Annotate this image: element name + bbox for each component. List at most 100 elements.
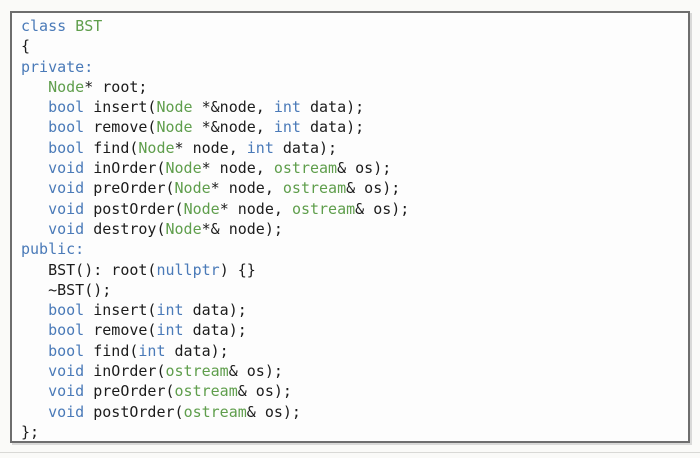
code-token: & os); bbox=[337, 159, 392, 178]
code-token: data); bbox=[183, 321, 247, 340]
code-token: ostream bbox=[174, 382, 238, 401]
code-token: Node bbox=[48, 77, 85, 96]
code-token: *&node, bbox=[192, 98, 274, 117]
code-token bbox=[21, 139, 48, 157]
code-token: *&node, bbox=[192, 118, 274, 137]
code-token: bool bbox=[48, 301, 85, 320]
code-token: Node bbox=[165, 219, 202, 238]
code-token: bool bbox=[48, 341, 85, 360]
code-token: void bbox=[48, 159, 85, 178]
code-block: class BST{private: Node* root; bool inse… bbox=[21, 16, 682, 441]
code-token: bool bbox=[48, 138, 85, 157]
code-token: data); bbox=[273, 138, 338, 157]
code-token: bool bbox=[48, 98, 85, 117]
code-line: void destroy(Node*& node); bbox=[21, 219, 682, 239]
code-line: void preOrder(Node* node, ostream& os); bbox=[21, 178, 682, 198]
code-token bbox=[21, 118, 48, 136]
code-token bbox=[21, 342, 48, 360]
code-token: void bbox=[48, 382, 85, 401]
code-line: void inOrder(ostream& os); bbox=[21, 361, 682, 381]
code-token: }; bbox=[21, 422, 40, 441]
code-token: void bbox=[48, 199, 85, 218]
code-token: int bbox=[156, 301, 184, 320]
code-token: * node, bbox=[174, 138, 247, 157]
code-token: data); bbox=[183, 301, 247, 320]
code-token: & os); bbox=[246, 402, 301, 421]
code-token bbox=[21, 179, 48, 197]
code-token: remove( bbox=[84, 321, 157, 340]
code-token: find( bbox=[84, 341, 139, 360]
code-token: private: bbox=[21, 57, 94, 76]
code-token: Node bbox=[138, 138, 175, 157]
code-token: insert( bbox=[84, 98, 157, 117]
code-token bbox=[21, 78, 48, 96]
code-token: ostream bbox=[165, 362, 229, 381]
code-token: * node, bbox=[201, 159, 274, 178]
code-line: BST(): root(nullptr) {} bbox=[21, 260, 682, 280]
code-line: bool insert(int data); bbox=[21, 300, 682, 320]
code-token bbox=[21, 220, 48, 238]
code-token bbox=[21, 301, 48, 319]
code-token: preOrder( bbox=[84, 382, 175, 401]
code-token bbox=[21, 403, 48, 421]
code-token: { bbox=[21, 37, 31, 56]
code-token: ) {} bbox=[219, 260, 256, 279]
code-token: find( bbox=[84, 138, 139, 157]
code-token: ~BST(); bbox=[21, 280, 112, 299]
code-token: data); bbox=[300, 118, 365, 137]
code-token: bool bbox=[48, 118, 85, 137]
code-token: ostream bbox=[273, 159, 338, 178]
code-token: Node bbox=[165, 159, 202, 178]
code-line: }; bbox=[21, 422, 682, 441]
code-token: remove( bbox=[84, 118, 157, 137]
code-token: postOrder( bbox=[84, 402, 184, 421]
code-token: nullptr bbox=[156, 260, 220, 279]
code-token: void bbox=[48, 402, 85, 421]
code-token: preOrder( bbox=[84, 179, 175, 198]
code-token: int bbox=[273, 98, 301, 117]
code-token: Node bbox=[183, 199, 220, 218]
code-token: * root; bbox=[84, 77, 148, 96]
code-token: inOrder( bbox=[84, 159, 166, 178]
code-token bbox=[21, 382, 48, 400]
code-token: int bbox=[138, 341, 166, 360]
code-line: bool find(Node* node, int data); bbox=[21, 138, 682, 158]
code-listing-box: class BST{private: Node* root; bool inse… bbox=[10, 11, 690, 443]
code-token: & os); bbox=[346, 179, 401, 198]
code-token: Node bbox=[156, 118, 193, 137]
code-line: void preOrder(ostream& os); bbox=[21, 381, 682, 401]
code-line: void postOrder(ostream& os); bbox=[21, 402, 682, 422]
code-token: BST(): root( bbox=[21, 260, 157, 279]
code-token: ostream bbox=[282, 179, 347, 198]
code-token: data); bbox=[165, 341, 229, 360]
code-token: class bbox=[21, 17, 76, 35]
page-edge-line bbox=[0, 452, 700, 453]
code-token: postOrder( bbox=[84, 199, 184, 218]
code-token: ostream bbox=[291, 199, 356, 218]
code-line: private: bbox=[21, 57, 682, 77]
code-token: & os); bbox=[355, 199, 410, 218]
code-token bbox=[21, 321, 48, 339]
code-line: Node* root; bbox=[21, 77, 682, 97]
code-line: bool insert(Node *&node, int data); bbox=[21, 97, 682, 117]
code-token: *& node); bbox=[201, 219, 283, 238]
code-line: class BST bbox=[21, 16, 682, 36]
code-line: void inOrder(Node* node, ostream& os); bbox=[21, 158, 682, 178]
code-token: bool bbox=[48, 321, 85, 340]
code-line: { bbox=[21, 36, 682, 56]
code-token: int bbox=[273, 118, 301, 137]
code-token: & os); bbox=[237, 382, 292, 401]
code-token: void bbox=[48, 362, 85, 381]
code-token bbox=[21, 98, 48, 116]
code-line: void postOrder(Node* node, ostream& os); bbox=[21, 199, 682, 219]
code-token: inOrder( bbox=[84, 362, 166, 381]
code-token: insert( bbox=[84, 301, 157, 320]
code-token: data); bbox=[300, 98, 365, 117]
code-token: void bbox=[48, 219, 85, 238]
code-token: * node, bbox=[219, 199, 292, 218]
code-token: BST bbox=[75, 17, 103, 35]
code-line: bool find(int data); bbox=[21, 341, 682, 361]
code-token: public: bbox=[21, 240, 85, 259]
code-line: ~BST(); bbox=[21, 280, 682, 300]
code-token: & os); bbox=[228, 362, 283, 381]
